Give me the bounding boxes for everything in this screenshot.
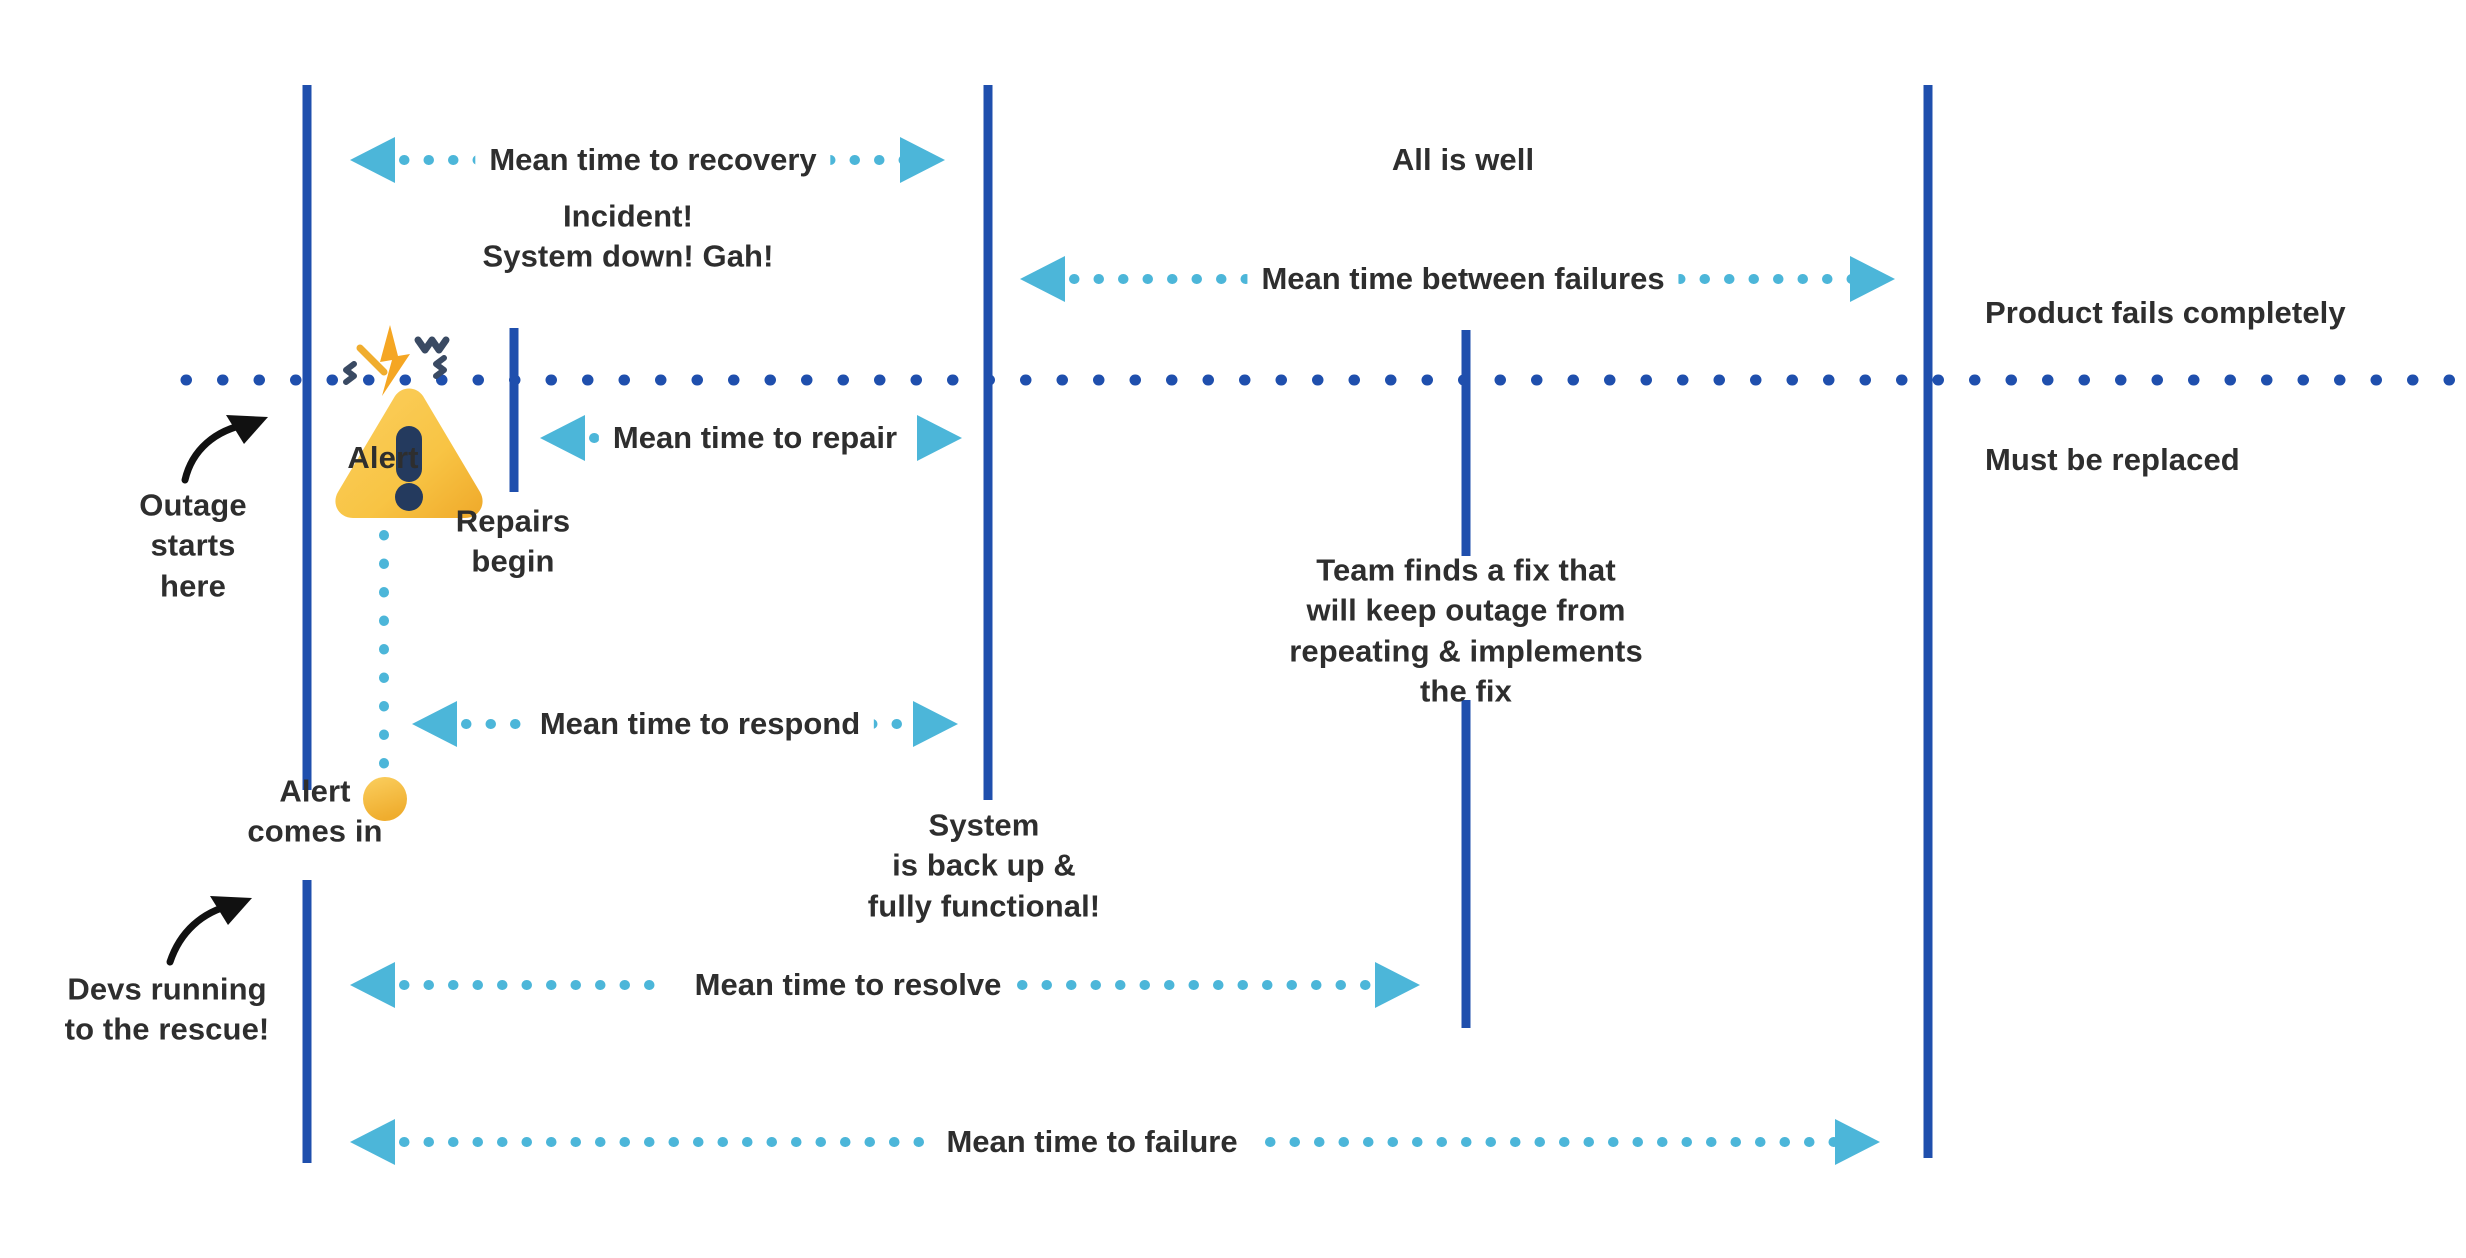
- arrow-mean-time-between-failures: [1020, 256, 1895, 302]
- annotation-outage-starts-here: Outage starts here: [139, 487, 247, 604]
- alert-dot-icon: [363, 777, 407, 821]
- label-mean-time-between-failures: Mean time between failures: [1247, 261, 1679, 297]
- annotation-system-back-up: System is back up & fully functional!: [867, 807, 1101, 924]
- alert-triangle-icon: [335, 325, 483, 518]
- label-mean-time-to-failure: Mean time to failure: [932, 1124, 1252, 1160]
- annotation-all-is-well: All is well: [1391, 141, 1535, 177]
- label-mean-time-to-repair: Mean time to repair: [598, 420, 912, 456]
- arrow-mean-time-to-failure: [350, 1119, 1880, 1165]
- label-mean-time-to-resolve: Mean time to resolve: [680, 967, 1016, 1003]
- annotation-alert-comes-in: Alert comes in: [247, 773, 383, 849]
- label-mean-time-to-respond: Mean time to respond: [525, 706, 875, 742]
- arrow-mean-time-to-recovery: [350, 137, 945, 183]
- annotation-repairs-begin: Repairs begin: [455, 503, 571, 579]
- arrow-mean-time-to-respond: [412, 701, 958, 747]
- annotation-incident: Incident! System down! Gah!: [482, 198, 774, 274]
- annotation-product-fails-completely: Product fails completely: [1985, 295, 2346, 330]
- annotation-team-finds-fix: Team finds a fix that will keep outage f…: [1289, 552, 1643, 709]
- arrow-mean-time-to-resolve: [350, 962, 1420, 1008]
- annotation-devs-running: Devs running to the rescue!: [64, 971, 270, 1047]
- annotation-must-be-replaced: Must be replaced: [1985, 442, 2240, 477]
- annotation-alert: Alert: [347, 439, 419, 475]
- curved-arrow-outage-icon: [181, 415, 268, 484]
- label-mean-time-to-recovery: Mean time to recovery: [475, 142, 831, 178]
- curved-arrow-devs-icon: [166, 896, 252, 966]
